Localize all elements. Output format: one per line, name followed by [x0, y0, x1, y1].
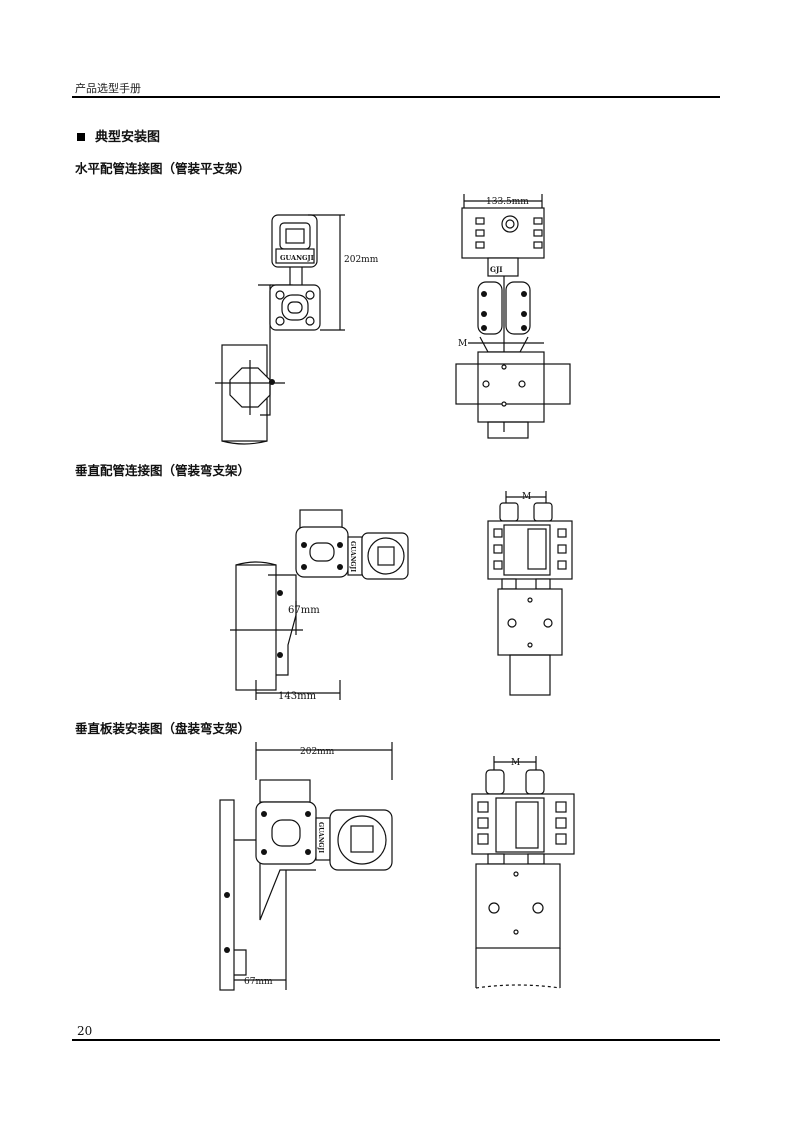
subsection-title-3: 垂直板装安装图（盘装弯支架）: [75, 721, 251, 736]
brand-label-3a: GUANGJI: [317, 822, 324, 853]
figure-horizontal-front-view: 133.5mm GJI M: [455, 194, 571, 439]
dim-a-label-2a: 67mm: [288, 605, 320, 616]
subsection-title-1: 水平配管连接图（管装平支架）: [75, 161, 251, 176]
square-bullet-icon: [77, 132, 85, 141]
brand-label-1b: GJI: [490, 265, 503, 274]
footer-rule: [72, 1039, 720, 1041]
header-rule: [72, 96, 720, 98]
mark-label-3b: M: [511, 758, 520, 768]
section-title: 典型安装图: [77, 126, 160, 145]
figure-vertical-pipe-side-view: GUANGJI 67mm 143mm: [230, 509, 409, 702]
dim-label-1b: 133.5mm: [486, 197, 529, 207]
figure-panel-front-view: M: [471, 756, 575, 989]
brand-label-2a: GUANGJI: [349, 541, 356, 572]
dim-b-label-3a: 67mm: [244, 977, 273, 987]
figure-horizontal-side-view: GUANGJI 202mm: [215, 214, 379, 445]
dim-a-label-3a: 202mm: [300, 747, 335, 757]
dim-label-1a: 202mm: [344, 255, 379, 265]
brand-label-1a: GUANGJI: [280, 254, 314, 262]
subsection-title-2: 垂直配管连接图（管装弯支架）: [75, 463, 251, 478]
mark-label-1b: M: [458, 339, 467, 349]
mark-label-2b: M: [522, 492, 531, 502]
dim-b-label-2a: 143mm: [278, 691, 317, 702]
page-number: 20: [77, 1024, 93, 1038]
header-title: 产品选型手册: [75, 82, 141, 95]
section-title-text: 典型安装图: [95, 130, 161, 145]
figure-panel-side-view: 202mm GUANGJI 67mm: [219, 742, 393, 991]
figure-vertical-pipe-front-view: M: [487, 491, 573, 696]
